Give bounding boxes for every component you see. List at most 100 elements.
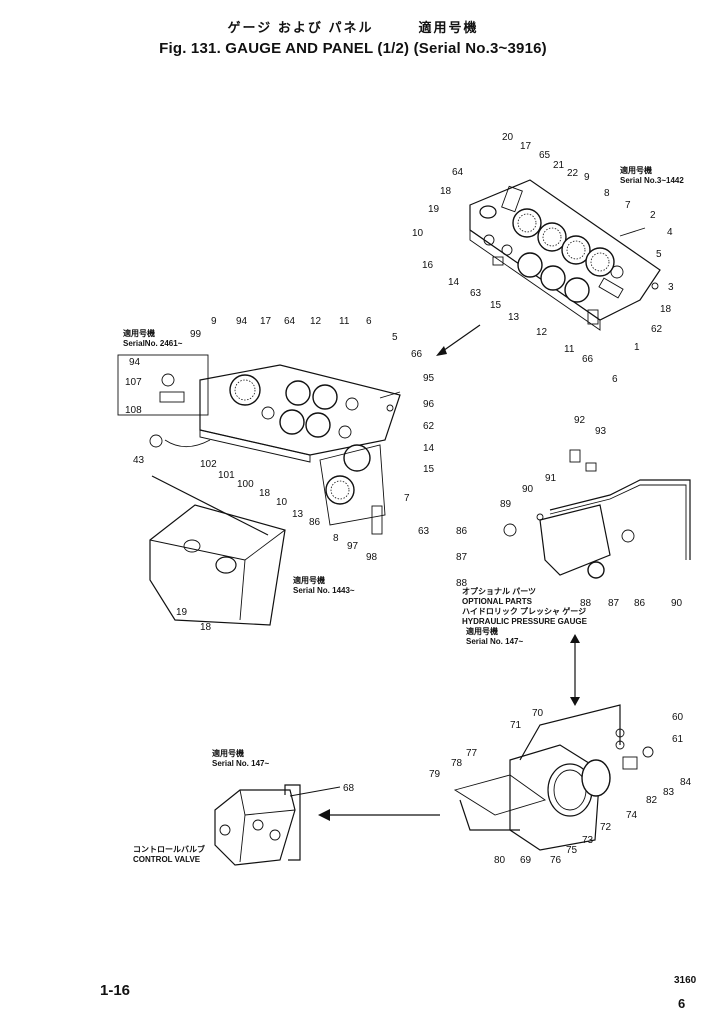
key-switch — [479, 205, 497, 219]
bracket — [371, 505, 383, 535]
callout: 43 — [133, 455, 145, 466]
callout: 87 — [608, 598, 620, 609]
callout: 13 — [292, 509, 304, 520]
figure-title-japanese: ゲージ および パネル 適用号機 — [227, 20, 479, 35]
gauge-dial — [325, 475, 355, 505]
callout: 63 — [470, 288, 482, 299]
harness-wire — [164, 439, 211, 448]
callout: 99 — [190, 329, 202, 340]
callout: 82 — [646, 795, 658, 806]
leader-line — [289, 786, 341, 797]
callout: 18 — [660, 304, 672, 315]
callout: 6 — [366, 316, 372, 327]
leader-arrow — [439, 324, 481, 354]
note-left-inset: 適用号機 SerialNo. 2461~ — [123, 328, 183, 348]
washer — [536, 513, 544, 521]
callout: 12 — [310, 316, 322, 327]
gauge-dial — [305, 412, 331, 438]
callout: 1 — [634, 342, 640, 353]
svg-text:適用号機: 適用号機 — [620, 165, 652, 175]
callout: 10 — [276, 497, 288, 508]
callout: 19 — [428, 204, 440, 215]
callout: 89 — [500, 499, 512, 510]
callout: 64 — [452, 167, 464, 178]
callout: 73 — [582, 835, 594, 846]
callout: 72 — [600, 822, 612, 833]
pressure-line — [519, 704, 621, 761]
callout: 65 — [539, 150, 551, 161]
key-switch — [261, 406, 275, 420]
gauge-dial — [517, 252, 543, 278]
callout: 86 — [309, 517, 321, 528]
bottom-gauge-assembly — [453, 704, 654, 851]
port — [252, 819, 264, 831]
callout: 8 — [604, 188, 610, 199]
gauge-dial — [564, 277, 590, 303]
fitting — [569, 449, 581, 463]
callout: 100 — [237, 479, 254, 490]
gauge-dial — [537, 222, 567, 252]
callout: 75 — [566, 845, 578, 856]
callout: 83 — [663, 787, 675, 798]
callout: 16 — [422, 260, 434, 271]
sender-unit — [215, 556, 237, 574]
fitting — [585, 462, 597, 472]
bolt — [379, 391, 401, 399]
optional-hydraulic-gauge-assembly — [503, 449, 691, 579]
valve-edge — [239, 814, 246, 863]
callout: 8 — [333, 533, 339, 544]
fitting — [615, 728, 625, 738]
callout: 88 — [580, 598, 592, 609]
callout: 90 — [522, 484, 534, 495]
gauge-dial — [561, 235, 591, 265]
svg-text:HYDRAULIC PRESSURE GAUGE: HYDRAULIC PRESSURE GAUGE — [462, 617, 588, 626]
sender-unit — [183, 539, 201, 553]
callout: 62 — [651, 324, 663, 335]
note-optional-parts: オプショナル パーツ OPTIONAL PARTS ハイドロリック プレッシャ … — [462, 586, 588, 646]
top-panel-assembly — [469, 179, 661, 331]
switch-bracket — [501, 185, 523, 213]
inset-box — [117, 354, 209, 416]
gauge-dial — [512, 208, 542, 238]
callout: 68 — [343, 783, 355, 794]
callout: 87 — [456, 552, 468, 563]
callout: 2 — [650, 210, 656, 221]
svg-text:適用号機: 適用号機 — [466, 626, 498, 636]
svg-text:Serial No.3~1442: Serial No.3~1442 — [620, 176, 684, 185]
tank-edge — [239, 559, 246, 621]
adapter — [622, 756, 638, 770]
gauge-dial — [279, 409, 305, 435]
gauge-face — [542, 227, 562, 247]
callout: 77 — [466, 748, 478, 759]
svg-text:Serial No. 147~: Serial No. 147~ — [212, 759, 269, 768]
callout: 3 — [668, 282, 674, 293]
gauge-face — [590, 252, 610, 272]
callout: 108 — [125, 405, 142, 416]
callout: 11 — [564, 344, 575, 355]
mid-instrument-panel — [199, 364, 401, 456]
callout: 107 — [125, 377, 142, 388]
nut — [651, 282, 659, 290]
port — [269, 829, 281, 841]
callout: 21 — [553, 160, 565, 171]
fuel-tank-box — [149, 504, 286, 626]
gauge-dial — [285, 380, 311, 406]
inset-bracket — [159, 391, 185, 403]
fitting — [642, 746, 654, 758]
middle-panel-assembly — [117, 354, 401, 626]
svg-text:オプショナル パーツ: オプショナル パーツ — [462, 586, 536, 596]
note-middle: 適用号機 Serial No. 1443~ — [293, 575, 355, 595]
pilot-lamp — [483, 234, 495, 246]
arrow-head — [436, 346, 447, 356]
callout: 94 — [129, 357, 141, 368]
callout: 18 — [259, 488, 271, 499]
mid-panel-edge — [199, 429, 311, 463]
callout: 90 — [671, 598, 683, 609]
callout: 7 — [404, 493, 410, 504]
callout: 13 — [508, 312, 520, 323]
pressure-line — [459, 799, 520, 831]
gauge-dial — [312, 384, 338, 410]
gauge-dial — [229, 374, 261, 406]
callout: 102 — [200, 459, 217, 470]
svg-text:Serial No. 147~: Serial No. 147~ — [466, 637, 523, 646]
